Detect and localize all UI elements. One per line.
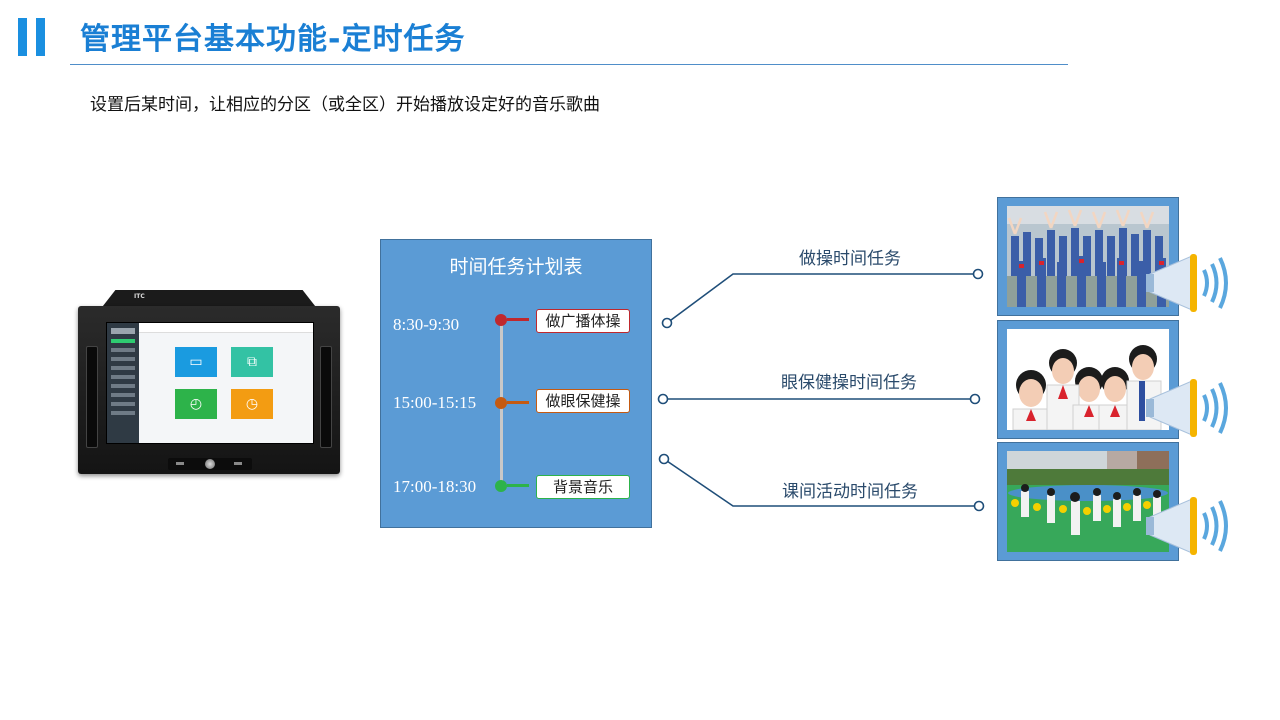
connector-line-3 — [663, 458, 979, 507]
connector-start-1 — [661, 317, 673, 329]
schedule-task-2: 做眼保健操 — [536, 389, 630, 413]
title-bar-right — [36, 18, 45, 56]
device-screen: ▭ ⧉ ◴ ◷ — [106, 322, 314, 444]
title-divider — [70, 64, 1068, 65]
title-bar-left — [18, 18, 27, 56]
clock-icon: ◷ — [231, 389, 273, 419]
schedule-tick-1 — [507, 318, 529, 321]
task-label-1: 做操时间任务 — [799, 249, 901, 269]
page-subtitle: 设置后某时间，让相应的分区（或全区）开始播放设定好的音乐歌曲 — [90, 95, 600, 115]
timer-icon: ◴ — [175, 389, 217, 419]
schedule-dot-1 — [495, 314, 507, 326]
page-title: 管理平台基本功能-定时任务 — [80, 22, 466, 57]
playground-photo-frame — [997, 442, 1228, 561]
schedule-task-1: 做广播体操 — [536, 309, 630, 333]
schedule-dot-3 — [495, 480, 507, 492]
playground-activity-photo — [1007, 451, 1169, 552]
device-knob — [205, 459, 215, 469]
schedule-task-3: 背景音乐 — [536, 475, 630, 499]
megaphone-icon — [1146, 379, 1228, 437]
schedule-tick-2 — [507, 401, 529, 404]
device-front-controls — [168, 458, 252, 470]
device-body: ▭ ⧉ ◴ ◷ — [78, 306, 340, 474]
task-label-2: 眼保健操时间任务 — [781, 373, 917, 393]
device-logo: ITC — [134, 293, 145, 300]
schedule-time-1: 8:30-9:30 — [393, 315, 460, 334]
megaphone-icon — [1146, 497, 1228, 555]
device-screen-sidebar — [107, 323, 139, 443]
connector-end-3 — [973, 500, 985, 512]
connector-start-3 — [658, 453, 670, 465]
device-right-handle — [320, 346, 332, 448]
connector-start-2 — [657, 393, 669, 405]
eye-exercise-photo-frame — [997, 320, 1228, 439]
monitor-icon: ▭ — [175, 347, 217, 377]
device-left-handle — [86, 346, 98, 448]
device-screen-header — [139, 323, 313, 333]
students-exercising-photo — [1007, 206, 1169, 307]
copy-icon: ⧉ — [231, 347, 273, 377]
connector-line-1 — [666, 273, 978, 324]
exercise-photo-frame — [997, 197, 1228, 316]
schedule-panel: 时间任务计划表 8:30-9:30 做广播体操 15:00-15:15 做眼保健… — [380, 239, 652, 528]
schedule-time-2: 15:00-15:15 — [393, 393, 477, 412]
connector-end-2 — [969, 393, 981, 405]
students-eye-exercise-photo — [1007, 329, 1169, 430]
schedule-tick-3 — [507, 484, 529, 487]
device-top-cover: ITC — [101, 290, 317, 308]
megaphone-icon — [1146, 254, 1228, 312]
task-label-3: 课间活动时间任务 — [782, 482, 918, 502]
connector-end-1 — [972, 268, 984, 280]
schedule-title: 时间任务计划表 — [449, 256, 583, 278]
schedule-dot-2 — [495, 397, 507, 409]
schedule-time-3: 17:00-18:30 — [393, 477, 477, 496]
broadcast-server-device: ITC ▭ ⧉ ◴ ◷ — [78, 290, 340, 476]
